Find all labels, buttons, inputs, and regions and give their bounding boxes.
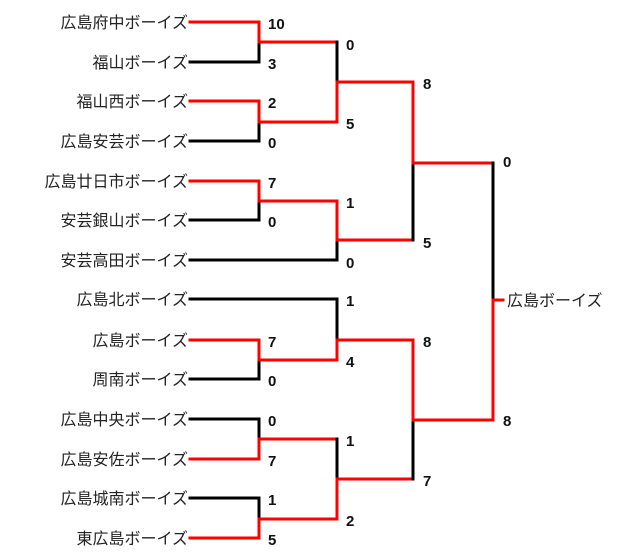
score: 1 [346, 195, 354, 212]
score: 0 [268, 413, 276, 430]
score: 2 [268, 95, 276, 112]
score: 0 [268, 373, 276, 390]
score: 7 [423, 473, 431, 490]
score: 4 [346, 354, 355, 371]
team-label: 広島中央ボーイズ [60, 410, 188, 429]
score: 3 [268, 56, 276, 73]
team-label: 広島安芸ボーイズ [60, 132, 188, 151]
score: 8 [423, 76, 431, 93]
score: 10 [268, 16, 285, 33]
score: 7 [268, 334, 276, 351]
score: 8 [423, 334, 431, 351]
score: 0 [346, 255, 354, 272]
score: 1 [346, 293, 354, 310]
score: 7 [268, 175, 276, 192]
team-label: 広島ボーイズ [92, 331, 188, 350]
score: 8 [503, 413, 511, 430]
team-label: 東広島ボーイズ [76, 529, 188, 548]
team-label: 広島城南ボーイズ [60, 489, 188, 508]
team-label: 福山ボーイズ [92, 53, 188, 72]
team-label: 福山西ボーイズ [76, 92, 188, 111]
score: 2 [346, 513, 354, 530]
team-label: 安芸銀山ボーイズ [60, 211, 188, 230]
score: 7 [268, 453, 276, 470]
team-label: 広島安佐ボーイズ [60, 450, 188, 469]
score: 1 [268, 492, 276, 509]
score: 5 [268, 532, 276, 549]
score: 5 [346, 116, 354, 133]
score: 0 [268, 135, 276, 152]
champion-label: 広島ボーイズ [507, 291, 603, 310]
team-label: 広島北ボーイズ [76, 290, 188, 309]
score: 0 [346, 37, 354, 54]
team-label: 周南ボーイズ [92, 370, 188, 389]
score: 1 [346, 433, 354, 450]
team-label: 安芸高田ボーイズ [60, 251, 188, 270]
team-label: 広島府中ボーイズ [60, 13, 188, 32]
score: 0 [268, 214, 276, 231]
score: 5 [423, 235, 431, 252]
team-label: 広島廿日市ボーイズ [44, 172, 188, 191]
score: 0 [503, 154, 511, 171]
